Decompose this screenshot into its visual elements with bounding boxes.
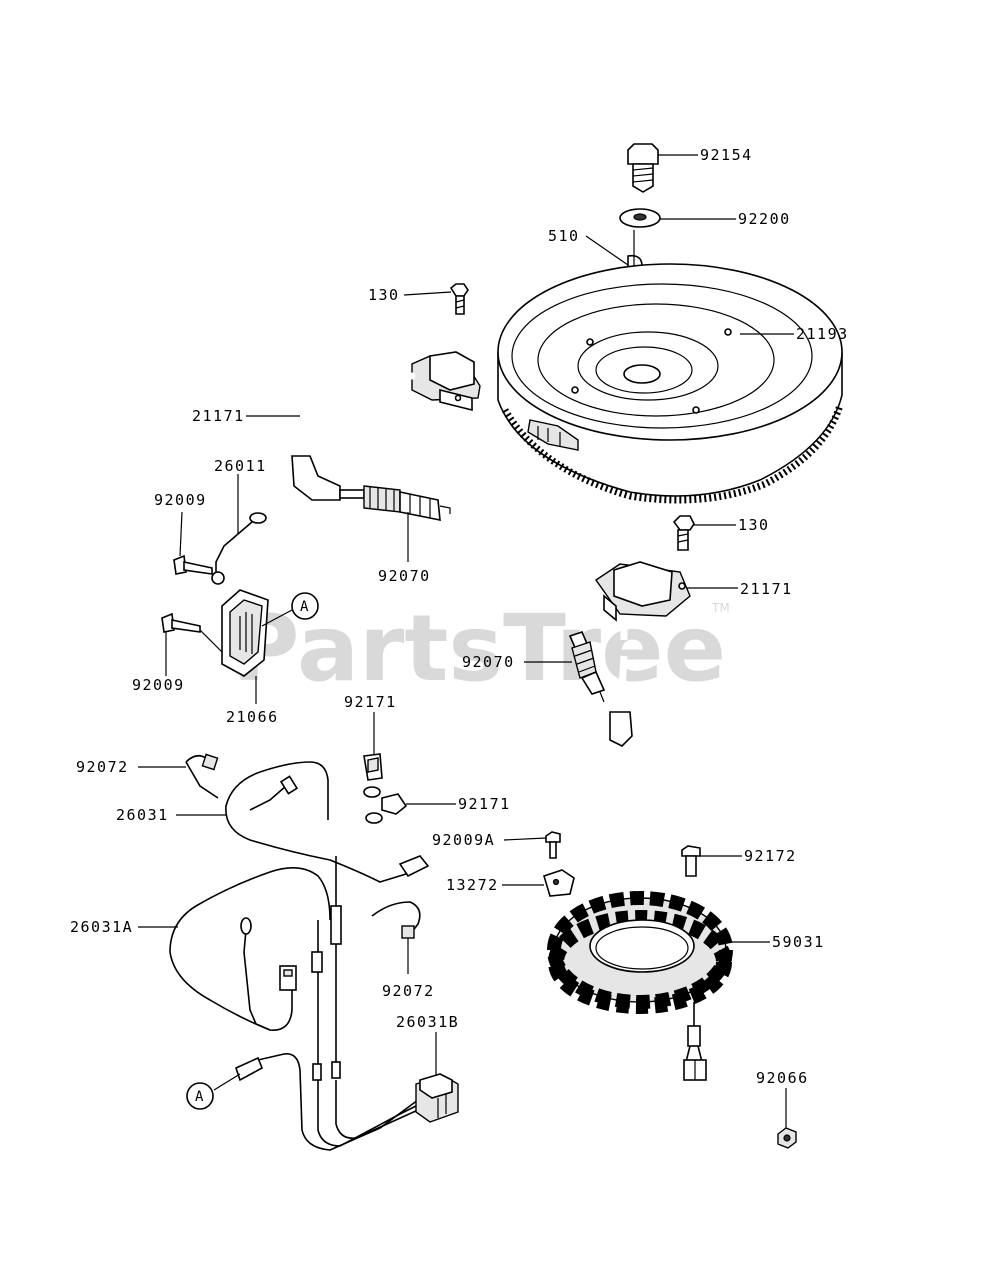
washer-92200-part[interactable] [619, 208, 661, 228]
connector-92171-part[interactable] [363, 753, 383, 798]
callout-92009a[interactable]: 92009A [432, 831, 495, 849]
callout-92070-right[interactable]: 92070 [462, 653, 515, 671]
reference-mark-a-upper: A [261, 592, 319, 627]
callout-510[interactable]: 510 [548, 227, 580, 245]
callout-92009-lower[interactable]: 92009 [132, 676, 185, 694]
screw-92009-lower-part[interactable] [161, 612, 201, 633]
callout-92171-terminal[interactable]: 92171 [458, 795, 511, 813]
callout-130-left[interactable]: 130 [368, 286, 400, 304]
reference-mark-a-lower: A [186, 1073, 241, 1110]
harness-26031b-part[interactable] [235, 1053, 459, 1151]
watermark-trademark: TM [711, 601, 730, 615]
stator-59031-part[interactable] [547, 891, 733, 1014]
bracket-13272-part[interactable] [543, 869, 575, 897]
callout-21171-left[interactable]: 21171 [192, 407, 245, 425]
screw-92009-upper-part[interactable] [173, 554, 213, 575]
harness-26031-part[interactable] [225, 761, 430, 883]
svg-text:A: A [300, 599, 309, 615]
band-92072-lower-part[interactable] [371, 901, 421, 939]
callout-92172[interactable]: 92172 [744, 847, 797, 865]
terminal-92171-part[interactable] [365, 793, 408, 824]
callout-92072-lower[interactable]: 92072 [382, 982, 435, 1000]
callout-92154[interactable]: 92154 [700, 146, 753, 164]
callout-26031a[interactable]: 26031A [70, 918, 133, 936]
screw-92009a-part[interactable] [545, 831, 561, 859]
regulator-21066-part[interactable] [221, 589, 269, 677]
bolt-130-left-part[interactable] [449, 283, 469, 315]
stator-connector-part[interactable] [683, 1002, 707, 1081]
bolt-130-right-part[interactable] [672, 515, 695, 551]
callout-92066[interactable]: 92066 [756, 1069, 809, 1087]
harness-26031a-part[interactable] [169, 867, 331, 1081]
callout-130-right[interactable]: 130 [738, 516, 770, 534]
bolt-92172-part[interactable] [681, 845, 701, 877]
callout-21193[interactable]: 21193 [796, 325, 849, 343]
bolt-92154-part[interactable] [627, 143, 659, 193]
ignition-coil-21171-right-part[interactable] [595, 561, 691, 747]
harness-wire-vertical [330, 856, 342, 1079]
svg-text:A: A [195, 1089, 204, 1105]
callout-92200[interactable]: 92200 [738, 210, 791, 228]
spark-plug-92070-left-part[interactable] [339, 485, 451, 521]
callout-21171-right[interactable]: 21171 [740, 580, 793, 598]
ignition-coil-21171-left-part[interactable] [291, 351, 481, 501]
callout-13272[interactable]: 13272 [446, 876, 499, 894]
spark-plug-92070-right-part[interactable] [568, 631, 606, 703]
callout-26031[interactable]: 26031 [116, 806, 169, 824]
callout-92072-upper[interactable]: 92072 [76, 758, 129, 776]
callout-92171-connector[interactable]: 92171 [344, 693, 397, 711]
callout-92009-upper[interactable]: 92009 [154, 491, 207, 509]
band-92072-upper-part[interactable] [185, 753, 219, 799]
ground-lead-26011-part[interactable] [211, 512, 267, 585]
callout-26011[interactable]: 26011 [214, 457, 267, 475]
callout-59031[interactable]: 59031 [772, 933, 825, 951]
callout-21066[interactable]: 21066 [226, 708, 279, 726]
callout-92070-left[interactable]: 92070 [378, 567, 431, 585]
callout-26031b[interactable]: 26031B [396, 1013, 459, 1031]
flywheel-21193-part[interactable] [497, 263, 844, 504]
nut-92066-part[interactable] [777, 1127, 797, 1149]
